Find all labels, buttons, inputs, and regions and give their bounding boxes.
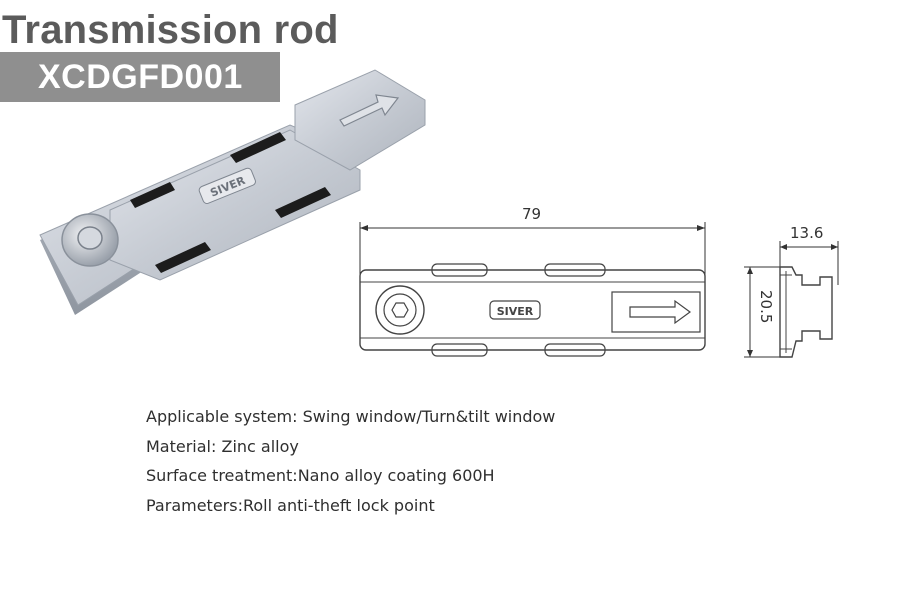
brand-label: SIVER	[497, 305, 534, 318]
spec-surface-treatment: Surface treatment:Nano alloy coating 600…	[146, 466, 495, 485]
spec-applicable-system: Applicable system: Swing window/Turn&til…	[146, 407, 556, 426]
side-profile	[779, 266, 833, 358]
product-illustration: SIVER	[39, 69, 426, 315]
product-title: Transmission rod	[2, 8, 339, 52]
rubber-pad	[275, 187, 331, 218]
dimension-height: 20.5	[757, 290, 775, 324]
arrow-icon	[629, 299, 692, 325]
rubber-pad	[230, 132, 286, 163]
arrow-tab	[611, 291, 701, 333]
front-view-drawing: SIVER	[359, 222, 706, 357]
dimension-depth: 13.6	[790, 224, 824, 242]
spec-material: Material: Zinc alloy	[146, 436, 299, 456]
front-pad	[431, 343, 488, 357]
rubber-pad	[130, 182, 175, 208]
side-view-drawing	[744, 241, 839, 358]
dimension-length: 79	[522, 205, 542, 223]
front-body	[359, 269, 706, 351]
rubber-pad	[155, 242, 211, 273]
spec-parameters: Parameters:Roll anti-theft lock point	[146, 495, 435, 515]
front-pad	[431, 263, 488, 277]
spec-list: Applicable system: Swing window/Turn&til…	[146, 402, 555, 520]
front-pad	[544, 343, 606, 357]
brand-badge	[489, 300, 541, 320]
hex-socket-icon	[391, 302, 409, 318]
product-code-band: XCDGFD001	[0, 52, 280, 102]
slider-body	[109, 129, 361, 281]
front-screw	[375, 285, 425, 335]
arrow-icon	[339, 94, 400, 127]
arrow-tab	[294, 69, 426, 171]
brand-badge	[198, 167, 256, 204]
front-pad	[544, 263, 606, 277]
hex-socket-icon	[77, 226, 103, 250]
